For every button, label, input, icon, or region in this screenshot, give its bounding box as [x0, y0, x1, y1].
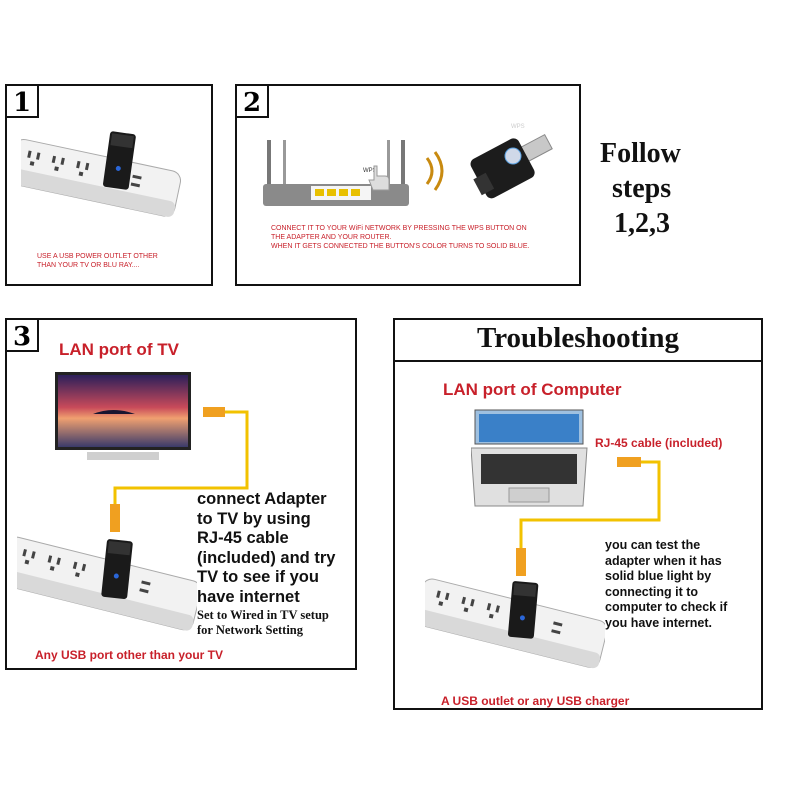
- step1-caption-line1: USE A USB POWER OUTLET OTHER: [37, 253, 158, 260]
- step2-caption: CONNECT IT TO YOUR WiFi NETWORK BY PRESS…: [271, 224, 529, 251]
- step3-instructions: connect Adapter to TV by using RJ-45 cab…: [197, 490, 335, 607]
- laptop-illustration: [471, 409, 588, 507]
- step3-text-line5: TV to see if you: [197, 568, 319, 586]
- laptop-screen: [479, 414, 579, 442]
- step3-text-line3: RJ-45 cable: [197, 529, 289, 547]
- step2-caption-line2: THE ADAPTER AND YOUR ROUTER.: [271, 234, 392, 241]
- step3-panel: 3 LAN port of TV: [5, 318, 357, 670]
- troubleshooting-bottom-label: A USB outlet or any USB charger: [441, 694, 630, 708]
- trouble-text-line1: you can test the: [605, 538, 701, 552]
- rj45-cable-computer: [516, 457, 661, 576]
- rj45-connector-top: [203, 407, 225, 417]
- computer-lan-label: LAN port of Computer: [443, 380, 622, 399]
- hand-pointer-icon: [368, 165, 390, 191]
- step1-caption-line2: THAN YOUR TV OR BLU RAY....: [37, 262, 140, 269]
- step2-caption-line1: CONNECT IT TO YOUR WiFi NETWORK BY PRESS…: [271, 225, 527, 232]
- adapter-led-icon: [115, 165, 121, 171]
- router-wps-label: WPS: [363, 168, 377, 174]
- trouble-text-line6: you have internet.: [605, 615, 712, 630]
- wifi-adapter-closeup: [470, 133, 553, 199]
- step2-number: 2: [235, 84, 269, 118]
- step3-text-line1: connect Adapter: [197, 490, 327, 508]
- tv-stand: [87, 452, 159, 460]
- step3-note: Set to Wired in TV setup for Network Set…: [197, 608, 329, 638]
- troubleshooting-title-bar: [395, 320, 761, 362]
- step3-text-line4: (included) and try: [197, 548, 336, 567]
- step3-number: 3: [5, 318, 39, 352]
- step3-text-line6: have internet: [197, 587, 300, 606]
- follow-line3: 1,2,3: [614, 208, 670, 239]
- step1-panel: 1 USE A USB POWER OUTLET OTHER THAN YOUR…: [5, 84, 213, 286]
- rj45-connector-bottom-computer: [516, 548, 526, 576]
- wifi-signal-icon: [425, 151, 444, 191]
- trouble-text-line5: computer to check if: [605, 600, 728, 614]
- tv-lan-label: LAN port of TV: [59, 340, 179, 359]
- wifi-adapter: [103, 131, 136, 190]
- tv-illustration: [55, 372, 191, 460]
- step2-caption-line3: WHEN IT GETS CONNECTED THE BUTTON'S COLO…: [271, 243, 530, 250]
- power-strip-with-adapter-illustration: [21, 131, 181, 217]
- rj45-connector-top-computer: [617, 457, 641, 467]
- troubleshooting-title: Troubleshooting: [477, 322, 679, 354]
- power-strip-with-adapter-illustration-step3: [17, 536, 197, 631]
- trouble-text-line4: connecting it to: [605, 584, 699, 599]
- wps-button-icon: [504, 147, 522, 165]
- step1-caption: USE A USB POWER OUTLET OTHER THAN YOUR T…: [37, 252, 158, 270]
- step3-text-line2: to TV by using: [197, 509, 311, 528]
- rj45-cable-tv: [110, 407, 249, 532]
- troubleshooting-panel: Troubleshooting LAN port of Computer RJ-…: [393, 318, 763, 710]
- adapter-led-icon-step3: [113, 573, 119, 579]
- rj45-connector-bottom: [110, 504, 120, 532]
- laptop-trackpad: [508, 487, 550, 503]
- follow-steps-heading: Follow steps 1,2,3: [600, 136, 681, 241]
- follow-line1: Follow: [600, 138, 681, 169]
- step3-bottom-label: Any USB port other than your TV: [35, 648, 224, 662]
- step1-number: 1: [5, 84, 39, 118]
- power-strip-with-adapter-illustration-trouble: [425, 578, 605, 669]
- follow-line2: steps: [612, 173, 672, 204]
- adapter-wps-label: WPS: [511, 124, 525, 130]
- step3-note-line2: for Network Setting: [197, 623, 303, 637]
- router-illustration: [263, 140, 409, 206]
- step2-panel: 2 WPS WPS CONNECT IT TO YOUR WiFi NETWOR…: [235, 84, 581, 286]
- router-antenna-left: [267, 140, 271, 194]
- trouble-text-line2: adapter when it has: [605, 553, 722, 568]
- adapter-led-icon-trouble: [519, 615, 525, 621]
- trouble-text-line3: solid blue light by: [605, 569, 712, 583]
- rj45-cable-label: RJ-45 cable (included): [595, 436, 723, 450]
- step3-note-line1: Set to Wired in TV setup: [197, 608, 329, 622]
- router-antenna-right: [401, 140, 405, 194]
- troubleshooting-instructions: you can test the adapter when it has sol…: [605, 538, 727, 631]
